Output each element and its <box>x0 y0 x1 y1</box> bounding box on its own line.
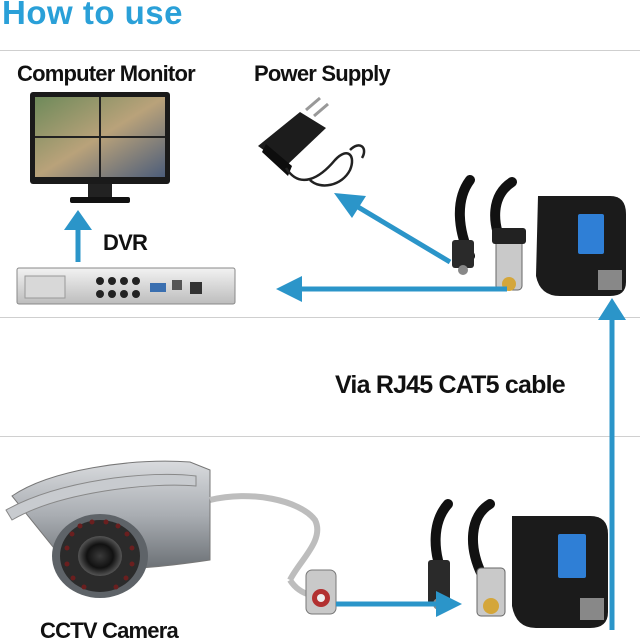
power-adapter-icon <box>258 96 366 187</box>
dvr-icon <box>16 267 236 305</box>
cctv-camera-icon <box>5 460 337 615</box>
connection-arrows <box>64 193 626 630</box>
monitor-label: Computer Monitor <box>17 61 196 86</box>
power-supply-label: Power Supply <box>254 61 391 86</box>
top-panel <box>0 50 640 318</box>
balun-bottom-icon <box>428 499 608 628</box>
dvr-label: DVR <box>103 230 148 255</box>
cable-label: Via RJ45 CAT5 cable <box>335 371 566 399</box>
how-to-use-heading: How to use <box>2 0 184 31</box>
cctv-camera-label: CCTV Camera <box>40 618 179 643</box>
section-divider <box>0 436 640 437</box>
monitor-icon <box>30 92 170 203</box>
balun-top-icon <box>452 175 626 296</box>
